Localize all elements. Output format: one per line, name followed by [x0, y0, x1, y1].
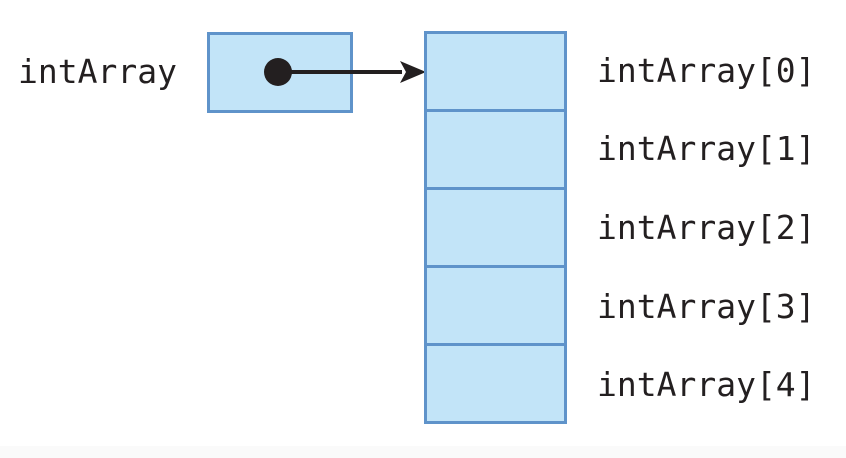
reference-variable-box — [207, 32, 353, 113]
array-element-label-3: intArray[3] — [597, 286, 816, 326]
array-cell-3 — [424, 265, 567, 346]
array-cell-0 — [424, 31, 567, 112]
array-cells-column — [424, 31, 567, 424]
array-cell-1 — [424, 109, 567, 190]
array-element-label-0: intArray[0] — [597, 50, 816, 90]
array-cell-2 — [424, 187, 567, 268]
array-element-label-1: intArray[1] — [597, 129, 816, 169]
array-element-label-2: intArray[2] — [597, 207, 816, 247]
array-element-labels: intArray[0] intArray[1] intArray[2] intA… — [597, 31, 816, 424]
array-element-label-4: intArray[4] — [597, 365, 816, 405]
arrow-head — [400, 61, 426, 83]
array-cell-4 — [424, 343, 567, 424]
bottom-page-band — [0, 446, 846, 458]
variable-name-label: intArray — [18, 52, 177, 91]
